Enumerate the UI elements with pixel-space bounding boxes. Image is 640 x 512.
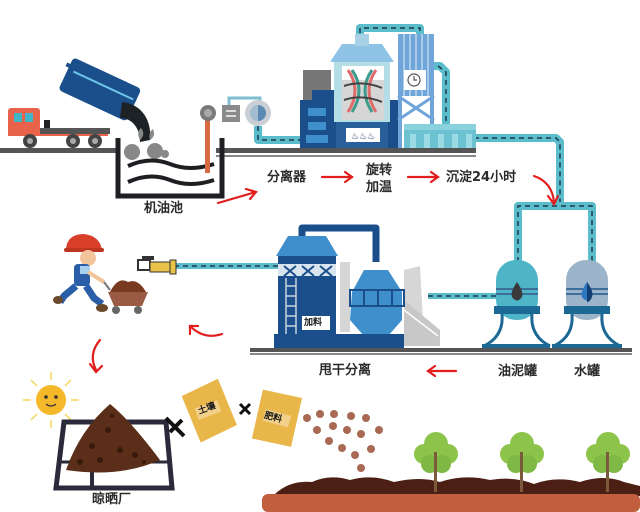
arrow-heat-to-settle — [406, 170, 440, 184]
label-water-tank: 水罐 — [574, 364, 601, 379]
fertilizer-bag — [251, 389, 303, 447]
svg-text:♨♨♨: ♨♨♨ — [351, 132, 375, 142]
drying-frame — [53, 404, 175, 491]
flow-arrows — [88, 170, 560, 378]
sun-icon — [23, 372, 79, 428]
label-rotate-heat-line2: 加温 — [366, 180, 393, 195]
oil-drop-icon — [511, 282, 523, 301]
middle-ground-line — [250, 348, 632, 355]
tree-1 — [414, 432, 458, 492]
plus-icon-2 — [238, 402, 252, 416]
arrow-pool-to-separator — [216, 187, 258, 205]
label-separator: 分离器 — [267, 170, 307, 185]
tree-2 — [500, 432, 544, 492]
worker-with-cart — [53, 234, 148, 314]
label-drying-yard: 晾晒厂 — [92, 492, 132, 507]
tag-feed: 加料 — [304, 318, 323, 328]
pump-unit — [200, 96, 271, 126]
arrow-worker-to-yard — [88, 338, 104, 374]
centrifuge-plant — [274, 224, 440, 348]
fertilizer-pellets — [303, 410, 383, 472]
oil-splash — [124, 128, 169, 160]
water-tank — [552, 260, 622, 348]
label-oil-pool: 机油池 — [144, 201, 184, 216]
arrow-settle-to-tanks — [532, 174, 560, 207]
arrow-tanks-to-spin — [426, 364, 458, 378]
soil-bag — [181, 378, 237, 443]
arrow-spin-to-worker — [188, 324, 224, 337]
tree-3 — [586, 432, 630, 492]
sludge-tank — [482, 260, 551, 348]
oil-pool — [115, 118, 225, 199]
label-spin-dry: 甩干分离 — [319, 363, 372, 378]
plus-icon-1 — [164, 416, 186, 438]
processing-plant: ♨♨♨ — [300, 34, 476, 148]
arrow-separator-to-heat — [320, 170, 354, 184]
discharge-valve — [137, 256, 177, 275]
soil-bed — [262, 477, 640, 512]
dump-truck — [8, 58, 141, 148]
label-settle: 沉淀24小时 — [446, 170, 517, 185]
top-ground-line — [0, 148, 476, 157]
label-sludge-tank: 油泥罐 — [498, 364, 538, 379]
return-pipe — [176, 263, 496, 299]
label-rotate-heat-line1: 旋转 — [366, 163, 393, 178]
oil-stream — [120, 102, 151, 142]
